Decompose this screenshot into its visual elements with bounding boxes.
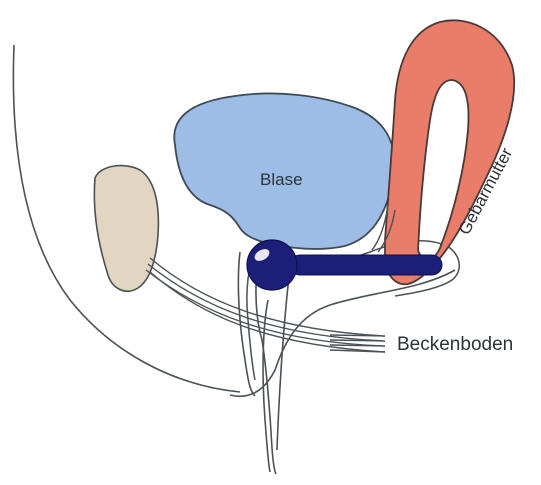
- pessary-stem: [290, 255, 442, 275]
- label-pelvic-floor: Beckenboden: [397, 334, 513, 355]
- pessary-ball: [247, 240, 297, 290]
- label-bladder: Blase: [260, 170, 303, 189]
